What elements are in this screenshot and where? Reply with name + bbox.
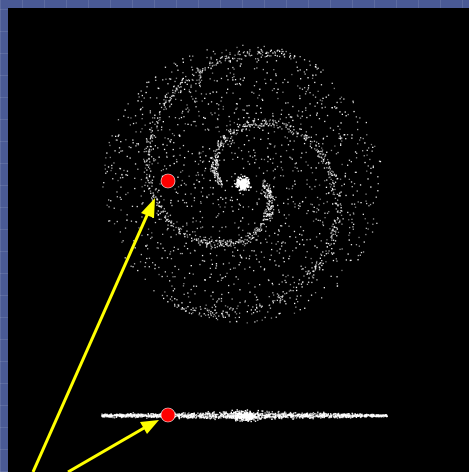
sun-marker-edge-on <box>160 407 176 423</box>
arrow-to-face-on-marker <box>31 198 155 472</box>
galaxy-figure-panel <box>8 8 469 472</box>
galaxy-edge-on-view <box>101 409 388 423</box>
galaxy-illustration <box>31 44 388 472</box>
sun-marker-face-on <box>160 173 176 189</box>
galaxy-face-on-view <box>102 44 382 324</box>
arrow-to-edge-on-marker <box>67 420 159 472</box>
